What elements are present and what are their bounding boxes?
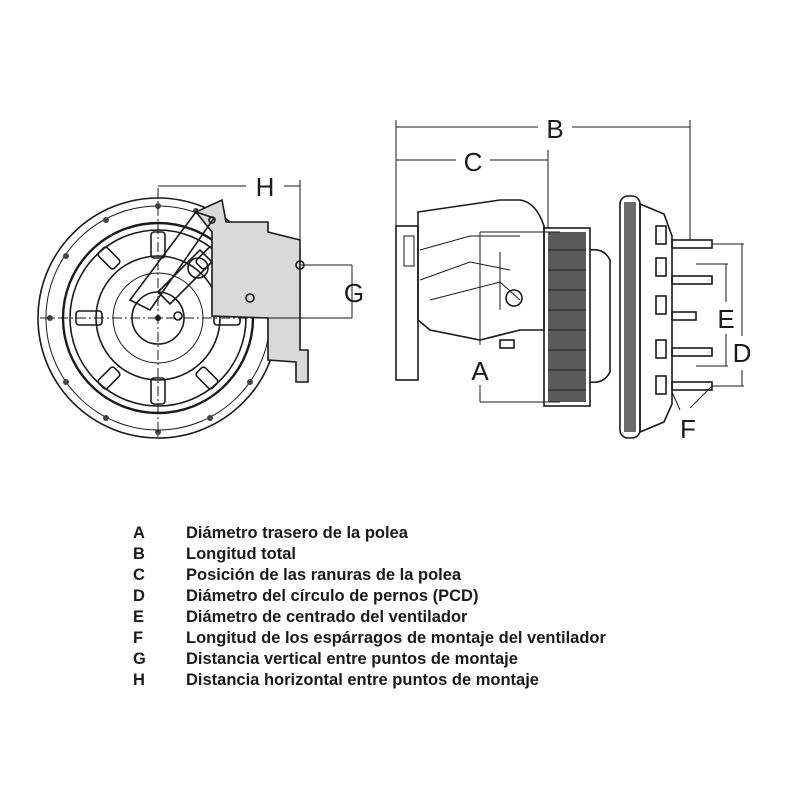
legend-description: Posición de las ranuras de la polea	[186, 566, 462, 584]
legend-row: E Diámetro de centrado del ventilador	[133, 607, 753, 628]
legend-key: A	[133, 524, 145, 542]
dimension-d: D	[712, 243, 752, 387]
legend-key: C	[133, 566, 145, 584]
legend-row: B Longitud total	[133, 544, 753, 565]
legend-description: Longitud de los espárragos de montaje de…	[186, 629, 606, 647]
side-mount-plate	[395, 225, 419, 381]
dimension-b: B	[395, 114, 691, 240]
legend-key: F	[133, 629, 144, 647]
legend-description: Longitud total	[186, 545, 296, 563]
legend-key: D	[133, 587, 145, 605]
side-clutch-disc	[619, 195, 673, 439]
dimension-h: H	[158, 172, 301, 265]
mounting-studs	[671, 239, 713, 391]
legend-description: Distancia horizontal entre puntos de mon…	[186, 671, 539, 689]
legend-key: G	[133, 650, 146, 668]
label-f: F	[680, 414, 696, 444]
legend-description: Diámetro de centrado del ventilador	[186, 608, 468, 626]
legend-row: C Posición de las ranuras de la polea	[133, 565, 753, 586]
side-pulley	[543, 227, 591, 407]
legend: A Diámetro trasero de la polea B Longitu…	[133, 523, 753, 691]
legend-row: A Diámetro trasero de la polea	[133, 523, 753, 544]
side-housing	[417, 199, 545, 341]
legend-row: F Longitud de los espárragos de montaje …	[133, 628, 753, 649]
label-b: B	[546, 114, 563, 144]
dimension-c: C	[396, 147, 549, 228]
dimension-g: G	[268, 264, 364, 319]
dimension-a: A	[471, 232, 560, 403]
dimension-e: E	[696, 263, 735, 367]
mounting-bracket	[194, 198, 309, 383]
legend-row: G Distancia vertical entre puntos de mon…	[133, 649, 753, 670]
legend-description: Diámetro del círculo de pernos (PCD)	[186, 587, 479, 605]
dimension-f: F	[671, 385, 713, 444]
label-a: A	[471, 356, 489, 386]
legend-row: D Diámetro del círculo de pernos (PCD)	[133, 586, 753, 607]
front-view	[37, 188, 309, 440]
legend-description: Diámetro trasero de la polea	[186, 524, 408, 542]
legend-key: B	[133, 545, 145, 563]
legend-row: H Distancia horizontal entre puntos de m…	[133, 670, 753, 691]
label-h: H	[256, 172, 275, 202]
legend-key: E	[133, 608, 145, 626]
side-view	[395, 195, 713, 439]
label-e: E	[717, 304, 734, 334]
legend-description: Distancia vertical entre puntos de monta…	[186, 650, 518, 668]
label-d: D	[733, 338, 752, 368]
fan-clutch-diagram: H G	[37, 114, 752, 444]
label-g: G	[344, 278, 364, 308]
label-c: C	[464, 147, 483, 177]
legend-key: H	[133, 671, 145, 689]
